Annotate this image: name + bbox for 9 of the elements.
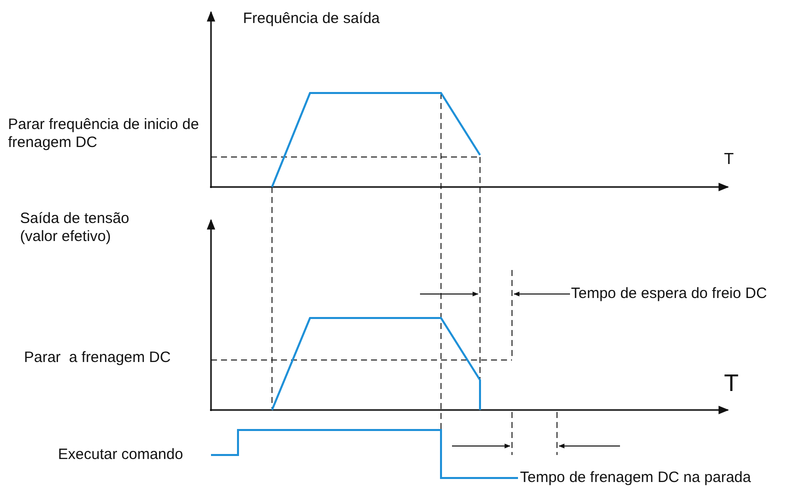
level-label: Parar frequência de inicio de frenagem DC (8, 116, 200, 152)
axis-label: T (724, 150, 734, 170)
annotation: Tempo de espera do freio DC (571, 285, 767, 303)
level-label: Parar a frenagem DC (24, 349, 171, 367)
axis-title: Frequência de saída (243, 10, 380, 28)
annotation: Tempo de frenagem DC na parada (520, 469, 751, 487)
axis-title: Saída de tensão (valor efetivo) (20, 210, 130, 246)
axis-label: T (724, 370, 739, 398)
signal-label: Executar comando (58, 446, 184, 464)
